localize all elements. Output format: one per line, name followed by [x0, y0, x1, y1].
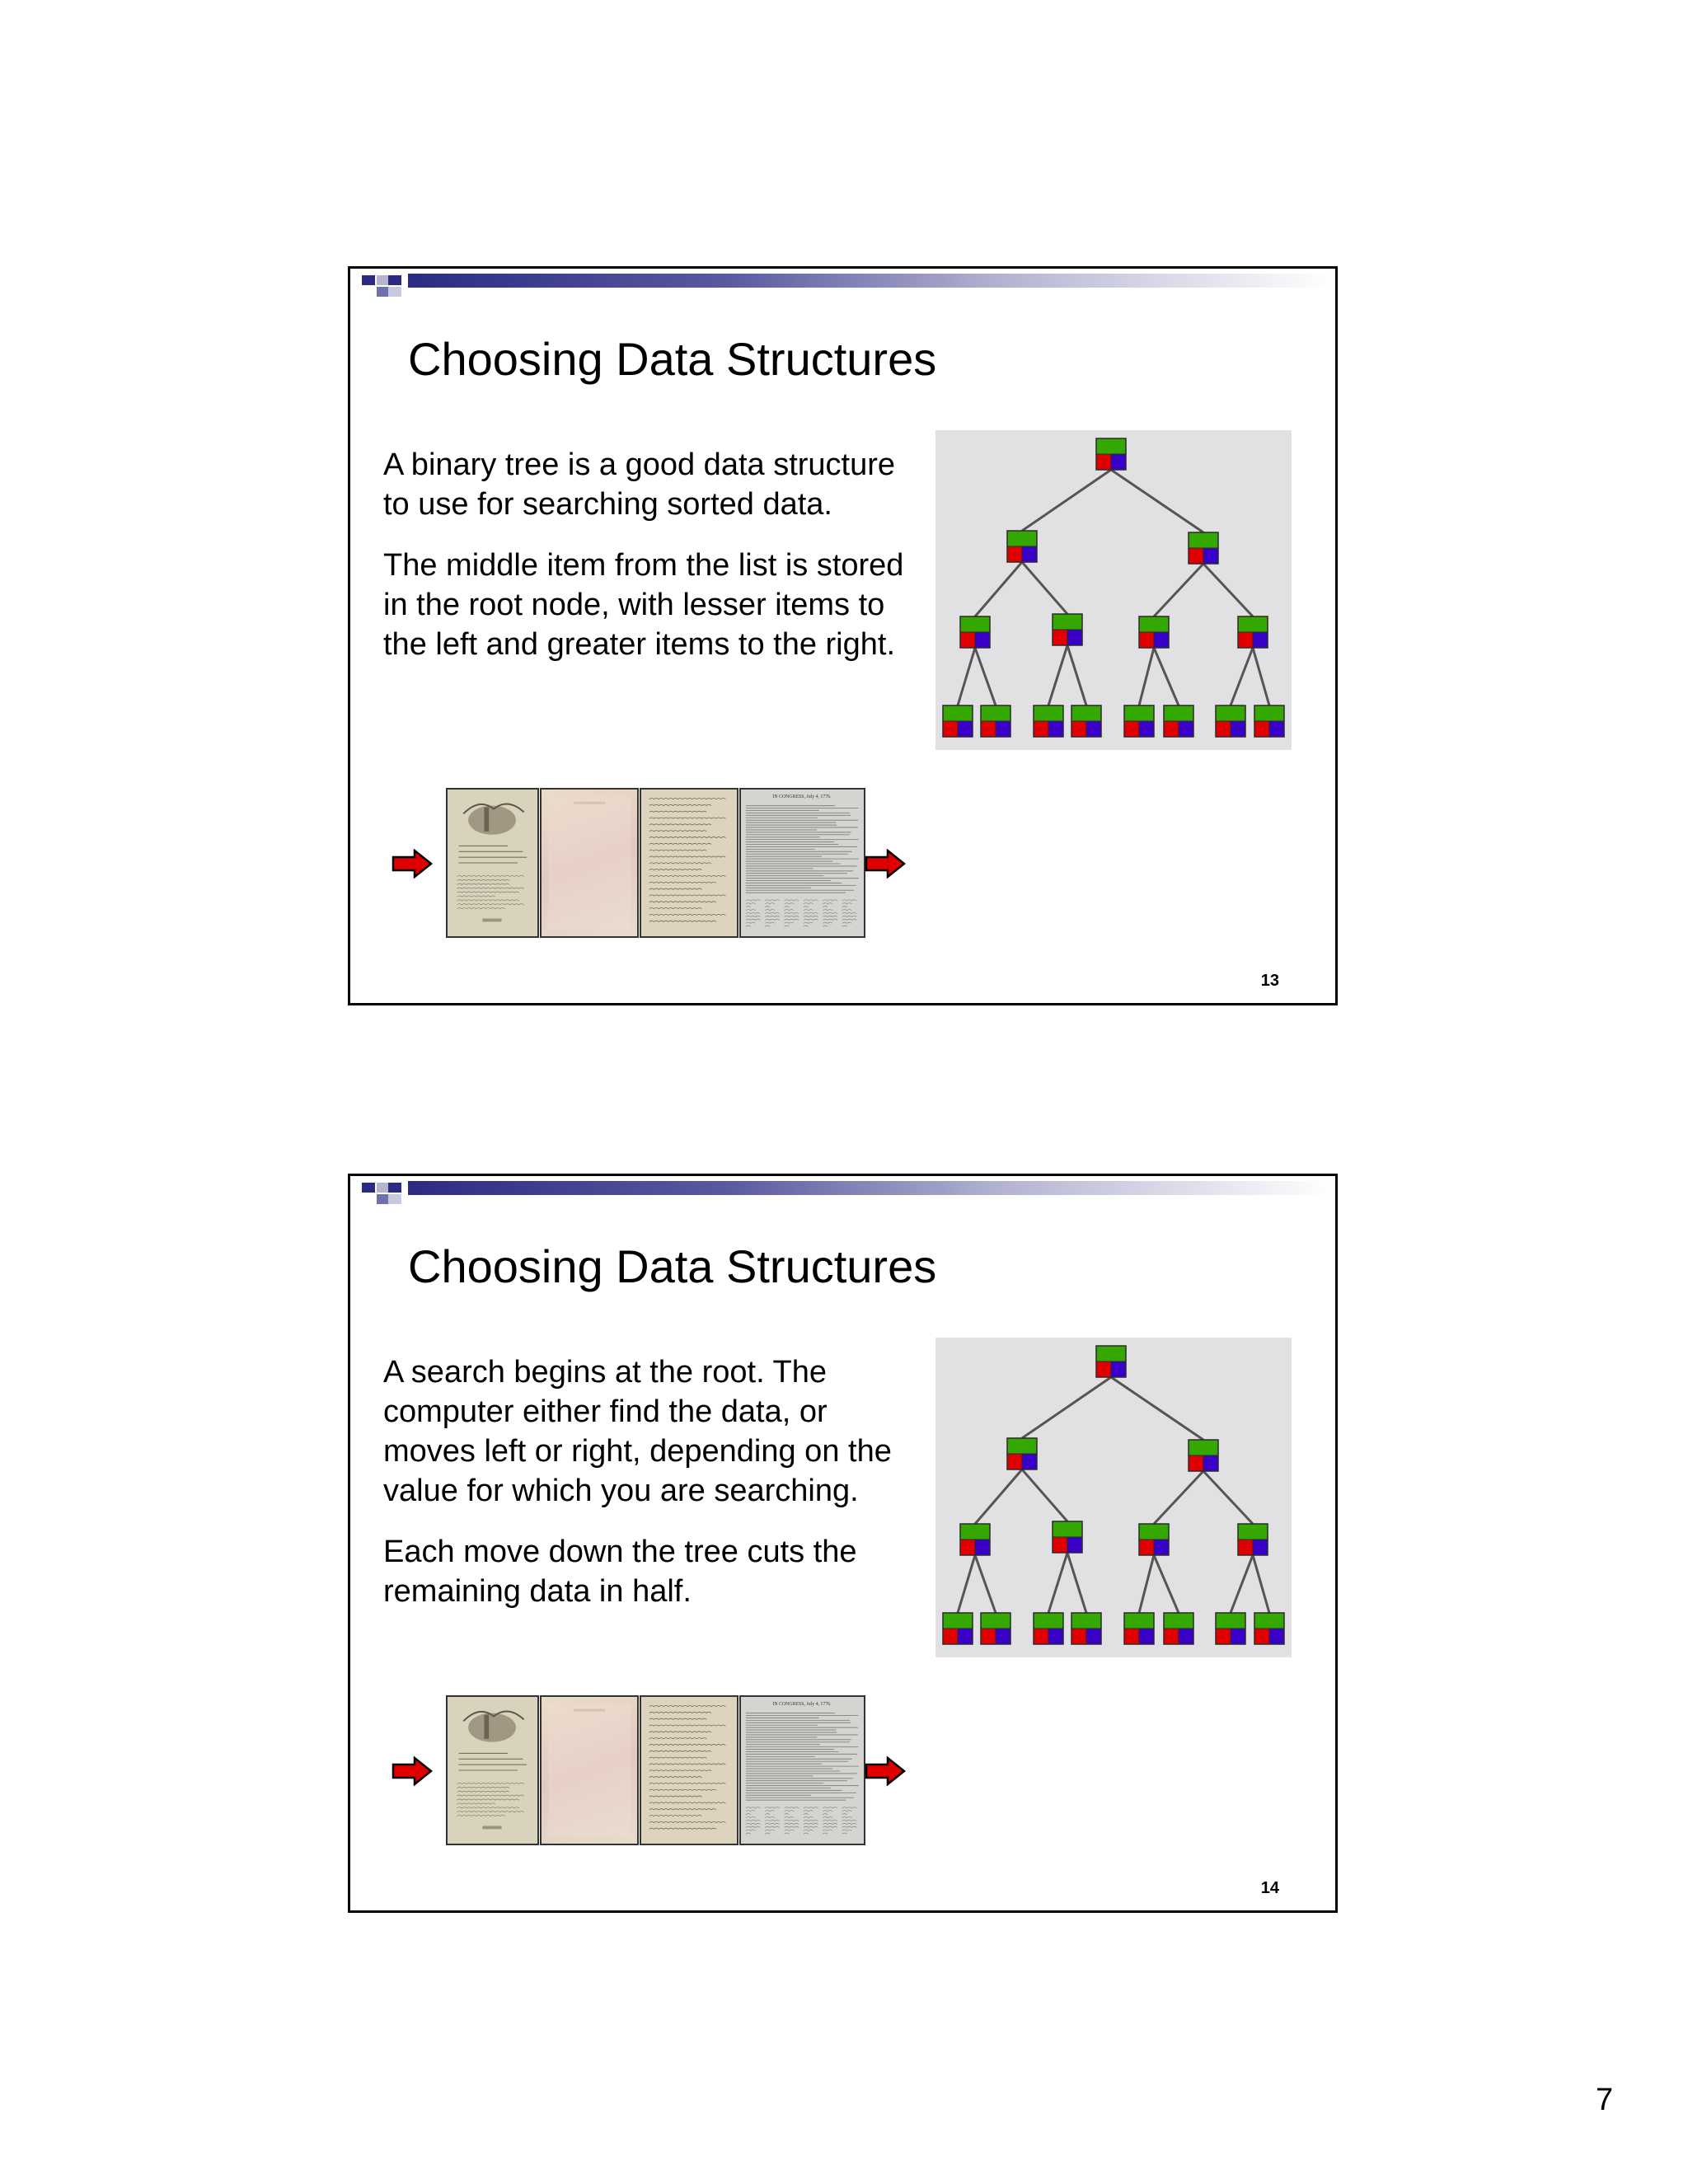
document-thumbnails: IN CONGRESS, July 4, 1776.	[392, 788, 919, 944]
slide-title: Choosing Data Structures	[408, 333, 937, 385]
thumbnail-heading: IN CONGRESS, July 4, 1776.	[772, 1702, 832, 1707]
slide-body: A search begins at the root. The compute…	[383, 1352, 919, 1633]
tree-node	[980, 1612, 1011, 1645]
tree-edge	[1229, 647, 1254, 706]
tree-edge	[1152, 647, 1180, 706]
tree-node	[1163, 705, 1194, 738]
tree-edge	[973, 1554, 997, 1614]
body-paragraph: A binary tree is a good data structure t…	[383, 448, 896, 522]
document-page-thumbnail	[446, 1695, 539, 1845]
tree-node	[1254, 705, 1285, 738]
tree-node	[959, 1523, 991, 1556]
tree-edge	[1020, 561, 1069, 615]
tree-node	[959, 616, 991, 649]
slide-14: Choosing Data Structures A search begins…	[348, 1174, 1338, 1913]
tree-node	[1123, 1612, 1155, 1645]
slide-13: Choosing Data Structures A binary tree i…	[348, 266, 1338, 1005]
tree-node	[1215, 705, 1246, 738]
tree-edge	[1137, 1554, 1156, 1614]
tree-edge	[956, 647, 977, 706]
tree-node	[1254, 1612, 1285, 1645]
tree-node	[1052, 1521, 1083, 1554]
document-thumbnails: IN CONGRESS, July 4, 1776.	[392, 1695, 919, 1852]
tree-edge	[973, 1469, 1024, 1525]
tree-edge	[1251, 647, 1271, 706]
page-number: 7	[1596, 2083, 1614, 2117]
slide-title: Choosing Data Structures	[408, 1240, 937, 1292]
document-page-thumbnail	[540, 1695, 639, 1845]
tree-edge	[1152, 1554, 1180, 1614]
thumbnail-heading: IN CONGRESS, July 4, 1776.	[772, 794, 832, 799]
tree-node	[1237, 1523, 1268, 1556]
tree-node	[1006, 1437, 1038, 1470]
right-arrow-icon	[392, 849, 433, 879]
tree-node	[1215, 1612, 1246, 1645]
right-arrow-icon	[392, 1756, 433, 1786]
tree-node	[1052, 613, 1083, 646]
tree-node	[1095, 438, 1127, 471]
body-paragraph: Each move down the tree cuts the remaini…	[383, 1535, 857, 1609]
tree-edge	[1047, 644, 1069, 706]
tree-edge	[973, 647, 997, 706]
document-page-thumbnail	[640, 788, 738, 938]
tree-edge	[1021, 1376, 1112, 1440]
tree-node	[1033, 705, 1064, 738]
tree-node	[980, 705, 1011, 738]
binary-tree-diagram	[935, 1338, 1292, 1657]
tree-node	[1188, 532, 1219, 565]
tree-node	[1138, 616, 1170, 649]
title-accent-band	[350, 1176, 1335, 1226]
tree-edge	[1202, 1469, 1254, 1526]
document-page-thumbnail	[640, 1695, 738, 1845]
tree-edge	[1021, 468, 1112, 532]
body-paragraph: The middle item from the list is stored …	[383, 548, 904, 662]
title-accent-band	[350, 269, 1335, 318]
tree-edge	[1202, 562, 1254, 618]
slide-body: A binary tree is a good data structure t…	[383, 445, 919, 686]
document-page-thumbnail	[540, 788, 639, 938]
tree-edge	[1047, 1552, 1069, 1614]
slide-number: 13	[1260, 972, 1279, 990]
tree-node	[1237, 616, 1268, 649]
tree-edge	[1110, 1376, 1204, 1441]
document-page-thumbnail: IN CONGRESS, July 4, 1776.	[739, 1695, 865, 1845]
tree-node	[942, 705, 973, 738]
tree-node	[1006, 530, 1038, 563]
slide-number: 14	[1260, 1879, 1279, 1897]
tree-node	[1071, 705, 1102, 738]
document-page-thumbnail	[446, 788, 539, 938]
tree-edge	[1066, 1552, 1088, 1614]
body-paragraph: A search begins at the root. The compute…	[383, 1355, 892, 1508]
tree-edge	[1137, 647, 1156, 706]
tree-node	[1138, 1523, 1170, 1556]
tree-edge	[1152, 562, 1205, 618]
tree-edge	[1152, 1469, 1205, 1526]
tree-edge	[1229, 1554, 1254, 1614]
tree-node	[1163, 1612, 1194, 1645]
tree-edge	[1020, 1469, 1069, 1522]
tree-node	[1123, 705, 1155, 738]
tree-node	[942, 1612, 973, 1645]
tree-edge	[956, 1554, 977, 1614]
tree-node	[1071, 1612, 1102, 1645]
binary-tree-diagram	[935, 430, 1292, 750]
right-arrow-icon	[865, 849, 906, 879]
tree-node	[1033, 1612, 1064, 1645]
tree-edge	[1251, 1554, 1271, 1614]
document-page-thumbnail: IN CONGRESS, July 4, 1776.	[739, 788, 865, 938]
tree-node	[1095, 1345, 1127, 1378]
tree-edge	[1110, 468, 1204, 534]
tree-edge	[973, 561, 1024, 617]
tree-edge	[1066, 644, 1088, 706]
tree-node	[1188, 1439, 1219, 1472]
right-arrow-icon	[865, 1756, 906, 1786]
